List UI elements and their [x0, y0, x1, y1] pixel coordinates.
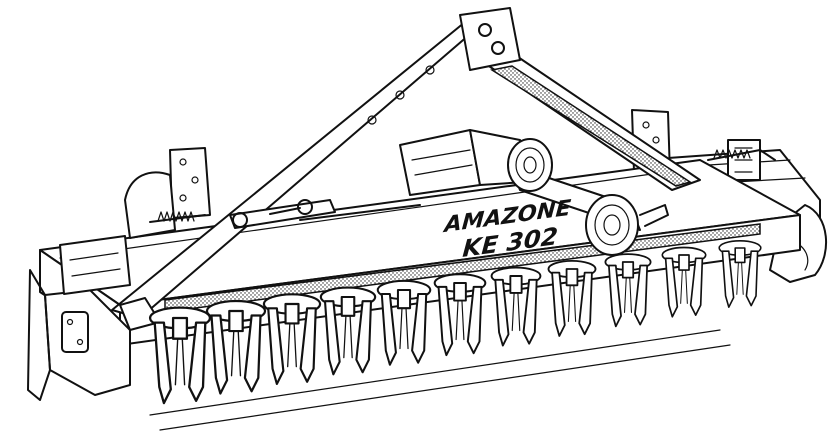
left-spring — [149, 211, 206, 223]
rotor-unit — [433, 273, 487, 357]
rotor-unit — [718, 240, 762, 308]
rotor-unit — [319, 286, 377, 376]
rotor-unit — [604, 253, 652, 328]
left-block — [59, 235, 131, 295]
left-side-plate — [124, 147, 211, 239]
rotor-unit — [205, 299, 267, 395]
rotor-unit — [262, 293, 322, 386]
rotor-unit — [490, 266, 542, 347]
pto-shaft — [507, 138, 669, 256]
rotor-unit — [661, 246, 707, 318]
rotor-unit — [148, 306, 212, 405]
right-spring — [707, 149, 776, 161]
rotor-unit — [376, 279, 432, 366]
crumbler-roller — [149, 329, 731, 431]
gearbox-housing — [399, 129, 526, 196]
rotor-tines — [148, 240, 762, 405]
lower-link-arm — [229, 199, 336, 229]
hitch-a-frame — [111, 7, 701, 331]
rotor-unit — [547, 259, 597, 337]
